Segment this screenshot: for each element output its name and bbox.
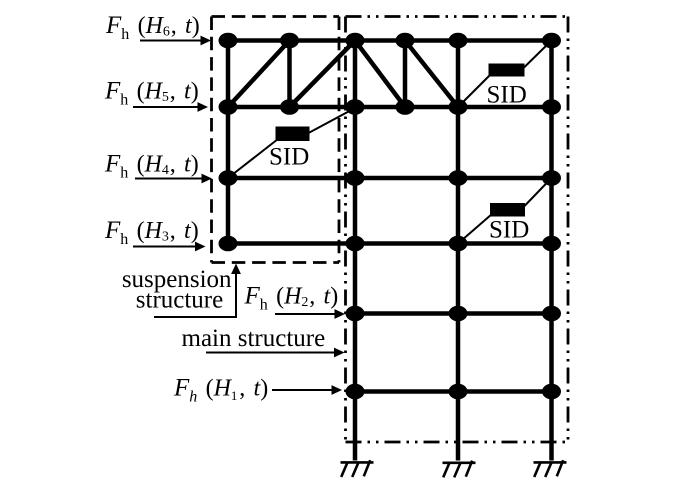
svg-text:main structure: main structure bbox=[182, 325, 326, 352]
svg-text:Fh (H6 , t): Fh (H6 , t) bbox=[105, 12, 200, 43]
svg-text:structure: structure bbox=[136, 287, 223, 314]
svg-text:Fh (H5 , t): Fh (H5 , t) bbox=[104, 78, 199, 109]
svg-text:Fh (H3 , t): Fh (H3 , t) bbox=[104, 217, 199, 248]
svg-text:Fh (H1 , t): Fh (H1 , t) bbox=[173, 375, 268, 406]
svg-text:Fh (H4 , t): Fh (H4 , t) bbox=[104, 151, 199, 182]
svg-text:SID: SID bbox=[269, 144, 309, 171]
svg-text:suspension: suspension bbox=[122, 266, 232, 293]
svg-text:SID: SID bbox=[489, 217, 529, 244]
svg-text:Fh (H2 , t): Fh (H2 , t) bbox=[244, 283, 339, 314]
svg-text:SID: SID bbox=[487, 82, 527, 109]
